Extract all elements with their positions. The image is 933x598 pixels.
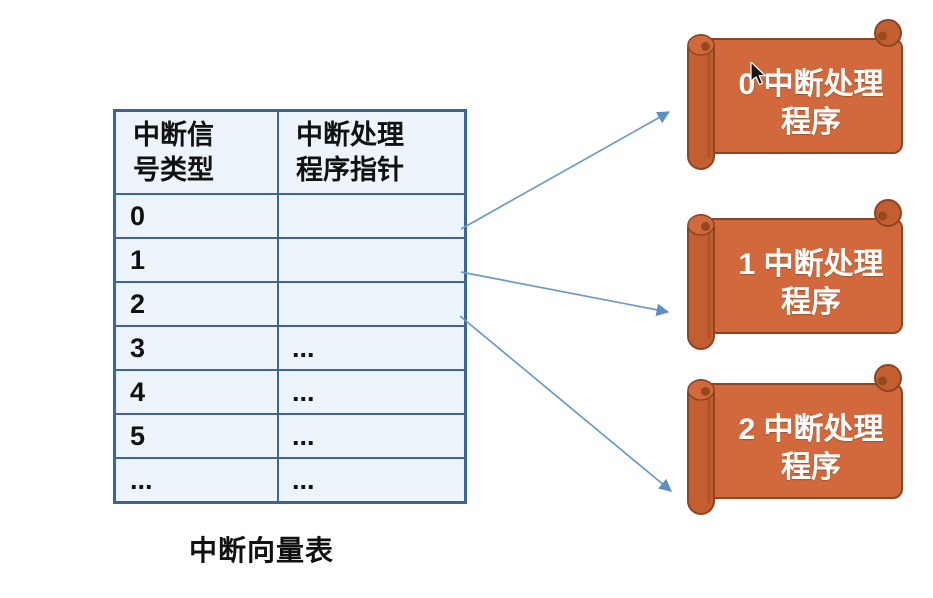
cell-signal-type: ... (113, 457, 279, 504)
header-handler-pointer: 中断处理 程序指针 (277, 109, 467, 195)
table-caption: 中断向量表 (189, 535, 335, 566)
table-row: 5 ... (113, 413, 467, 459)
table-row: 4 ... (113, 369, 467, 415)
interrupt-vector-table: 中断信 号类型 中断处理 程序指针 0 1 2 3 (113, 109, 467, 504)
table-row: ... ... (113, 457, 467, 504)
cell-pointer (277, 281, 467, 327)
table-row: 0 (113, 193, 467, 239)
table-header-row: 中断信 号类型 中断处理 程序指针 (113, 109, 467, 195)
table-row: 3 ... (113, 325, 467, 371)
handler-label: 1 中断处理 程序 (738, 248, 884, 319)
handler-label: 0 中断处理 程序 (738, 68, 884, 139)
cell-pointer: ... (277, 325, 467, 371)
cell-signal-type: 4 (113, 369, 279, 415)
cell-pointer (277, 237, 467, 283)
mouse-pointer-icon (750, 62, 766, 86)
header-signal-type: 中断信 号类型 (113, 109, 279, 195)
arrow-row1-to-handler1 (460, 271, 670, 317)
table-row: 2 (113, 281, 467, 327)
arrow-row0-to-handler0 (460, 111, 671, 230)
cell-signal-type: 5 (113, 413, 279, 459)
cell-signal-type: 2 (113, 281, 279, 327)
handler-label: 2 中断处理 程序 (738, 413, 884, 484)
arrow-row2-to-handler2 (459, 315, 672, 492)
handler-scroll-0: 0 中断处理 程序 (678, 9, 910, 175)
handler-scroll-1: 1 中断处理 程序 (678, 189, 910, 355)
handler-scroll-2: 2 中断处理 程序 (678, 354, 910, 520)
cell-signal-type: 3 (113, 325, 279, 371)
cell-signal-type: 0 (113, 193, 279, 239)
cell-signal-type: 1 (113, 237, 279, 283)
cell-pointer (277, 193, 467, 239)
cell-pointer: ... (277, 413, 467, 459)
cell-pointer: ... (277, 369, 467, 415)
cell-pointer: ... (277, 457, 467, 504)
table-row: 1 (113, 237, 467, 283)
